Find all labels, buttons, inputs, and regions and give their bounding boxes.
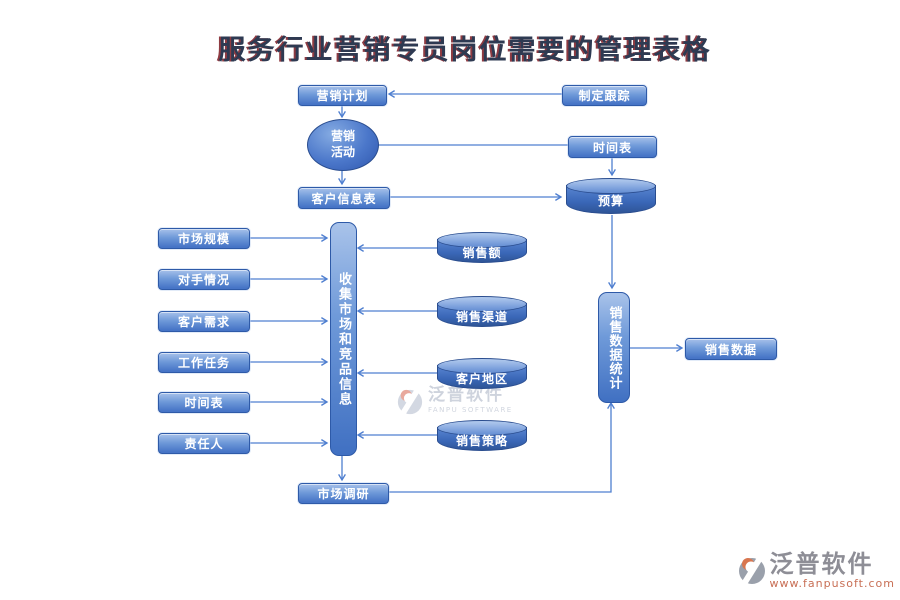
node-collect-info-label: 收集市场和竞品信息 xyxy=(336,271,351,407)
node-marketing-plan: 营销计划 xyxy=(298,85,387,106)
node-customer-info: 客户信息表 xyxy=(298,187,390,209)
node-sales-data: 销售数据 xyxy=(685,338,777,360)
watermark-center-text: 泛普软件 FANPU SOFTWARE xyxy=(428,385,513,415)
node-collect-info: 收集市场和竞品信息 xyxy=(330,222,357,456)
node-work-task: 工作任务 xyxy=(158,352,250,373)
node-marketing-activity-label: 营销活动 xyxy=(330,129,355,159)
node-sales-strategy-label: 销售策略 xyxy=(455,433,508,448)
watermark-brand: 泛普软件 xyxy=(428,385,504,405)
node-sales-stats: 销售数据统计 xyxy=(598,292,630,403)
node-market-size: 市场规模 xyxy=(158,228,250,249)
node-responsible-person: 责任人 xyxy=(158,433,250,454)
fanpu-logo-icon xyxy=(737,554,766,588)
node-sales-channel: 销售渠道 xyxy=(437,296,527,327)
watermark-corner: 泛普软件 www.fanpusoft.com xyxy=(737,552,895,590)
node-competitor-situation: 对手情况 xyxy=(158,269,250,290)
node-sales-amount-label: 销售额 xyxy=(462,245,502,260)
page-title: 服务行业营销专员岗位需要的管理表格 xyxy=(218,35,712,66)
watermark-corner-text: 泛普软件 www.fanpusoft.com xyxy=(770,552,895,590)
node-customer-region-label: 客户地区 xyxy=(455,371,508,386)
node-schedule-top: 时间表 xyxy=(568,136,657,158)
watermark-subtitle: FANPU SOFTWARE xyxy=(428,406,513,414)
node-sales-amount: 销售额 xyxy=(437,232,527,263)
cylinder-cap xyxy=(437,358,527,374)
cylinder-cap xyxy=(437,232,527,248)
cylinder-cap xyxy=(437,296,527,312)
node-make-tracking: 制定跟踪 xyxy=(562,85,647,106)
node-market-research: 市场调研 xyxy=(298,483,389,504)
node-sales-stats-label: 销售数据统计 xyxy=(606,305,622,390)
node-customer-demand: 客户需求 xyxy=(158,311,250,332)
node-customer-region: 客户地区 xyxy=(437,358,527,389)
cylinder-cap xyxy=(437,420,527,436)
cylinder-cap xyxy=(566,178,656,194)
node-sales-channel-label: 销售渠道 xyxy=(455,309,508,324)
node-budget-label: 预算 xyxy=(597,194,624,208)
node-budget: 预算 xyxy=(566,178,656,214)
node-sales-strategy: 销售策略 xyxy=(437,420,527,451)
node-marketing-activity: 营销活动 xyxy=(307,119,379,171)
node-schedule-left: 时间表 xyxy=(158,392,250,413)
watermark-brand: 泛普软件 xyxy=(769,550,874,578)
watermark-url: www.fanpusoft.com xyxy=(769,577,895,590)
fanpu-logo-icon xyxy=(396,387,424,417)
watermark-center: 泛普软件 FANPU SOFTWARE xyxy=(396,387,513,417)
